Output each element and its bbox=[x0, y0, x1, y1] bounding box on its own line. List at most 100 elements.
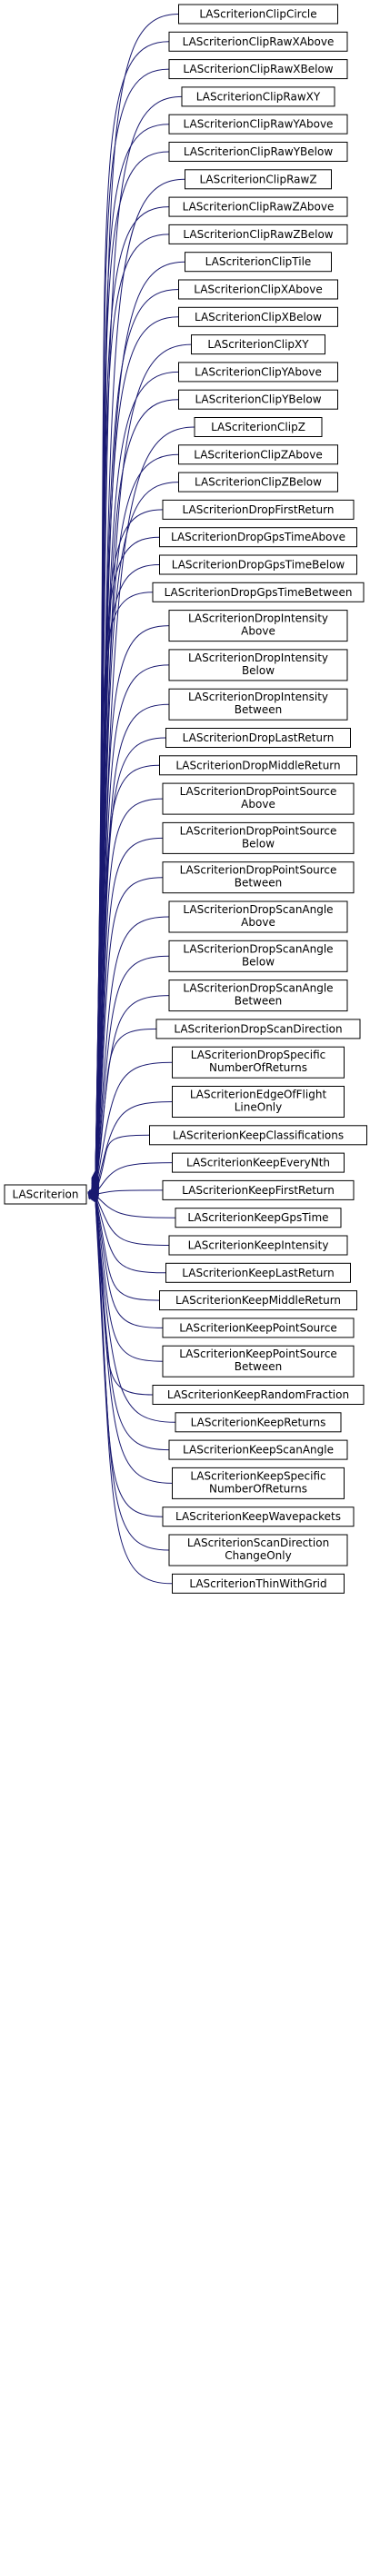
class-node-box bbox=[162, 1179, 355, 1200]
class-node-label: LAScriterionDropScanAngle bbox=[183, 903, 333, 916]
class-node-label: LAScriterionClipRawZ bbox=[199, 173, 316, 185]
class-node[interactable]: LAScriterionClipRawYBelow bbox=[168, 142, 348, 162]
class-node-label: LAScriterionClipYBelow bbox=[195, 393, 321, 406]
class-node[interactable]: LAScriterionKeepPointSource bbox=[162, 1318, 355, 1338]
inheritance-edge bbox=[91, 234, 170, 1183]
class-node[interactable]: LAScriterionDropMiddleReturn bbox=[159, 755, 357, 776]
class-node[interactable]: LAScriterionClipRawXAbove bbox=[168, 31, 348, 52]
inheritance-edge bbox=[90, 1189, 164, 1362]
class-node[interactable]: LAScriterionDropGpsTimeBetween bbox=[152, 582, 365, 602]
class-node[interactable]: LAScriterionDropGpsTimeAbove bbox=[159, 527, 357, 548]
class-node[interactable]: LAScriterionDropLastReturn bbox=[165, 728, 351, 748]
class-node[interactable]: LAScriterionClipXAbove bbox=[178, 279, 338, 300]
class-node[interactable]: LAScriterionClipXBelow bbox=[178, 306, 338, 327]
class-node[interactable]: LAScriterionKeepClassifications bbox=[149, 1125, 367, 1146]
inheritance-edge bbox=[90, 955, 170, 1198]
class-node[interactable]: LAScriterionClipRawXBelow bbox=[168, 59, 348, 80]
class-node[interactable]: LAScriterionThinWithGrid bbox=[172, 1573, 345, 1594]
class-node[interactable]: LAScriterionClipZBelow bbox=[178, 472, 338, 492]
class-node-box bbox=[162, 1318, 355, 1338]
class-node[interactable]: LAScriterionClipZ bbox=[194, 417, 323, 437]
class-node-box bbox=[162, 499, 355, 520]
class-node-label: Above bbox=[241, 916, 275, 929]
class-node-box bbox=[155, 1019, 361, 1039]
class-node-box bbox=[172, 1152, 345, 1173]
class-node[interactable]: LAScriterionClipXY bbox=[191, 334, 325, 355]
class-node[interactable]: LAScriterionClipRawZ bbox=[185, 169, 332, 190]
class-node-box bbox=[178, 444, 338, 465]
class-node[interactable]: LAScriterionClipTile bbox=[185, 252, 332, 273]
class-node-label: LAScriterionClipRawXBelow bbox=[183, 63, 333, 75]
class-node-label: LAScriterionKeepLastReturn bbox=[182, 1267, 334, 1279]
class-node[interactable]: LAScriterionClipRawZAbove bbox=[168, 196, 348, 217]
base-class-label: LAScriterion bbox=[13, 1189, 79, 1201]
class-node[interactable]: LAScriterionKeepEveryNth bbox=[172, 1152, 345, 1173]
class-node[interactable]: LAScriterionKeepRandomFraction bbox=[152, 1385, 365, 1405]
class-node[interactable]: LAScriterionDropFirstReturn bbox=[162, 499, 355, 520]
class-node[interactable]: LAScriterionClipYBelow bbox=[178, 389, 338, 410]
class-node-label: LAScriterionDropGpsTimeAbove bbox=[171, 531, 345, 543]
class-node[interactable]: LAScriterionClipZAbove bbox=[178, 444, 338, 465]
class-node-label: LAScriterionDropScanAngle bbox=[183, 942, 333, 955]
class-node-box bbox=[159, 527, 357, 548]
class-node[interactable]: LAScriterionDropScanDirection bbox=[155, 1019, 361, 1039]
class-node-box bbox=[172, 1573, 345, 1594]
class-node[interactable]: LAScriterionDropGpsTimeBelow bbox=[159, 554, 357, 575]
class-node-label: LineOnly bbox=[235, 1101, 283, 1114]
class-node-label: LAScriterionClipRawYBelow bbox=[184, 145, 333, 158]
class-node-box bbox=[172, 1086, 345, 1118]
inheritance-edge bbox=[91, 592, 154, 1190]
class-node[interactable]: LAScriterionKeepWavepackets bbox=[162, 1507, 355, 1527]
class-node[interactable]: LAScriterionKeepGpsTime bbox=[175, 1208, 342, 1228]
class-node[interactable]: LAScriterionClipRawZBelow bbox=[168, 224, 348, 244]
class-node-label: LAScriterionDropIntensity bbox=[188, 612, 328, 625]
class-node[interactable]: LAScriterionKeepFirstReturn bbox=[162, 1179, 355, 1200]
class-node-box bbox=[175, 1412, 342, 1433]
class-node-box bbox=[168, 649, 348, 681]
class-node[interactable]: LAScriterionKeepScanAngle bbox=[168, 1439, 348, 1460]
inheritance-edge bbox=[91, 1194, 173, 1585]
class-node[interactable]: LAScriterionClipCircle bbox=[178, 4, 338, 25]
class-node-label: LAScriterionKeepReturns bbox=[191, 1416, 326, 1428]
class-node-label: LAScriterionClipXY bbox=[207, 338, 309, 351]
inheritance-edge bbox=[91, 482, 179, 1189]
class-node-box bbox=[168, 940, 348, 972]
class-node[interactable]: LAScriterionClipRawYAbove bbox=[168, 114, 348, 134]
class-node-label: LAScriterionKeepPointSource bbox=[179, 1348, 337, 1360]
inheritance-edge bbox=[90, 916, 170, 1197]
class-node[interactable]: LAScriterionClipYAbove bbox=[178, 362, 338, 383]
class-node[interactable]: LAScriterionClipRawXY bbox=[181, 86, 335, 107]
class-node-box bbox=[168, 980, 348, 1012]
class-node-label: LAScriterionDropPointSource bbox=[180, 824, 337, 837]
class-node[interactable]: LAScriterionKeepLastReturn bbox=[165, 1262, 351, 1283]
class-node-box bbox=[178, 472, 338, 492]
class-node-label: Between bbox=[235, 877, 283, 890]
class-node[interactable]: LAScriterionKeepReturns bbox=[175, 1412, 342, 1433]
inheritance-edge bbox=[91, 1193, 170, 1551]
class-node-label: Below bbox=[242, 837, 275, 850]
class-node[interactable]: LAScriterionKeepIntensity bbox=[168, 1235, 348, 1256]
class-node[interactable]: LAScriterionKeepMiddleReturn bbox=[159, 1290, 357, 1311]
inheritance-edge bbox=[89, 1188, 166, 1274]
inheritance-edge bbox=[89, 1101, 173, 1201]
base-class-node[interactable]: LAScriterion bbox=[4, 1184, 87, 1205]
class-node-label: LAScriterionScanDirection bbox=[187, 1537, 329, 1549]
class-node-box bbox=[168, 142, 348, 162]
inheritance-edge bbox=[89, 1188, 160, 1301]
class-node-label: LAScriterionClipRawYAbove bbox=[184, 118, 334, 131]
